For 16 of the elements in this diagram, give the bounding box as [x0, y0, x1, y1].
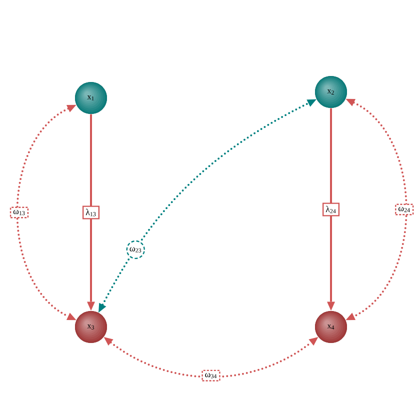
arrow [346, 98, 408, 320]
edge-label: λ$_{13}$ [82, 206, 100, 220]
arrow [327, 108, 335, 311]
arrow [98, 99, 316, 313]
sphere-node: x$_{2}$ [315, 76, 347, 108]
arrow [16, 104, 76, 320]
edge-label: ω$_{34}$ [202, 370, 220, 382]
arrow [104, 336, 318, 378]
sphere-node: x$_{1}$ [75, 82, 107, 114]
edge-label: λ$_{24}$ [322, 202, 340, 216]
edge-label: ω$_{23}$ [126, 240, 145, 260]
edge-label: ω$_{24}$ [395, 204, 414, 216]
edge-label: ω$_{13}$ [10, 206, 29, 218]
sphere-node: x$_{4}$ [315, 311, 347, 343]
sphere-node: x$_{3}$ [75, 311, 107, 343]
arrow [87, 114, 95, 311]
